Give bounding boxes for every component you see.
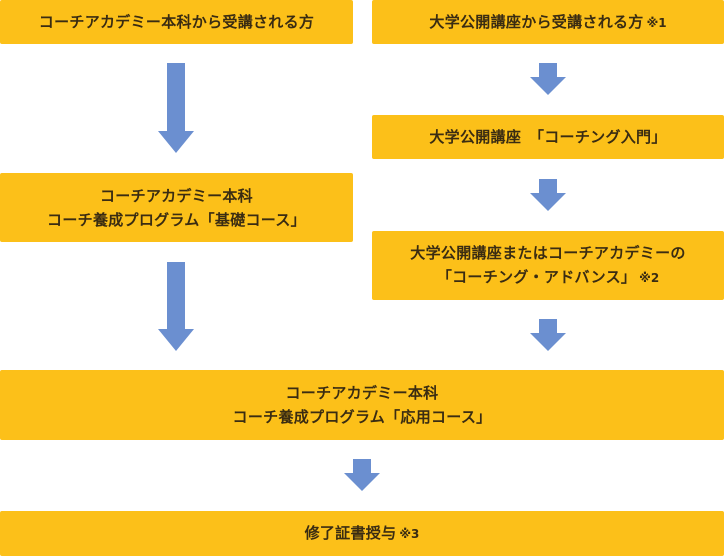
left-path-header: コーチアカデミー本科から受講される方 xyxy=(0,0,353,44)
note-3: ※3 xyxy=(399,527,420,541)
basic-course-line1: コーチアカデミー本科 xyxy=(99,186,253,205)
intro-course-label: 大学公開講座 「コーチング入門」 xyxy=(429,128,667,146)
intro-course-box: 大学公開講座 「コーチング入門」 xyxy=(372,115,724,159)
down-arrow-icon xyxy=(158,262,194,351)
down-arrow-icon xyxy=(158,63,194,153)
advanced-course-box: 大学公開講座またはコーチアカデミーの 「コーチング・アドバンス」※2 xyxy=(372,231,724,300)
right-path-header-label: 大学公開講座から受講される方※1 xyxy=(429,12,667,31)
certificate-label: 修了証書授与※3 xyxy=(304,524,420,542)
down-arrow-icon xyxy=(530,319,566,351)
note-2: ※2 xyxy=(639,271,660,285)
left-path-header-label: コーチアカデミー本科から受講される方 xyxy=(38,13,315,31)
certificate-box: 修了証書授与※3 xyxy=(0,511,724,556)
advanced-course-line2: 「コーチング・アドバンス」※2 xyxy=(436,268,660,286)
note-1: ※1 xyxy=(646,15,667,30)
basic-course-line2: コーチ養成プログラム「基礎コース」 xyxy=(47,210,306,229)
basic-course-box: コーチアカデミー本科 コーチ養成プログラム「基礎コース」 xyxy=(0,173,353,242)
down-arrow-icon xyxy=(530,179,566,211)
applied-course-line1: コーチアカデミー本科 xyxy=(285,384,439,402)
right-path-header: 大学公開講座から受講される方※1 xyxy=(372,0,724,44)
applied-course-line2: コーチ養成プログラム「応用コース」 xyxy=(232,408,492,426)
down-arrow-icon xyxy=(530,63,566,95)
applied-course-box: コーチアカデミー本科 コーチ養成プログラム「応用コース」 xyxy=(0,370,724,440)
advanced-course-line1: 大学公開講座またはコーチアカデミーの xyxy=(410,244,686,262)
down-arrow-icon xyxy=(344,459,380,491)
